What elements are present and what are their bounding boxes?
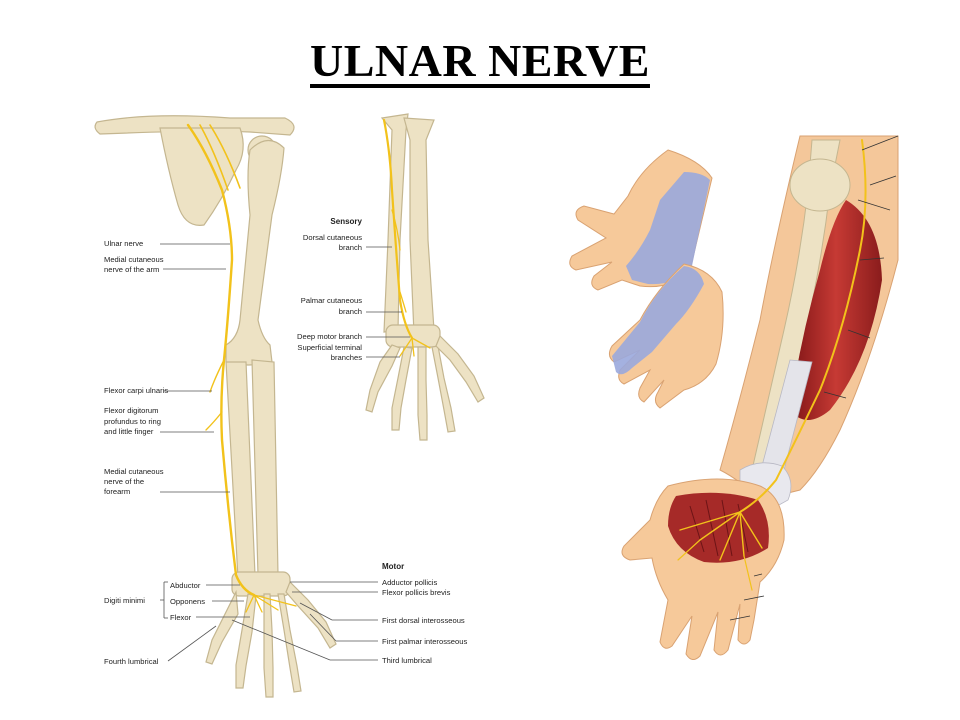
sensory-hands	[569, 149, 724, 409]
dorsal-hand	[569, 149, 713, 291]
hand-bones	[205, 571, 337, 698]
label-flexor: Flexor	[170, 613, 192, 622]
slide-title-wrap: ULNAR NERVE	[0, 34, 960, 87]
label-mcf-1: Medial cutaneous	[104, 467, 164, 476]
label-fpb: Flexor pollicis brevis	[382, 588, 451, 597]
forearm-hand-diagram: Sensory Dorsal cutaneous branch Palmar c…	[297, 113, 485, 441]
label-fourth-lumbrical: Fourth lumbrical	[104, 657, 159, 666]
upper-limb-diagram: Ulnar nerve Medial cutaneous nerve of th…	[94, 115, 467, 698]
ulnar-nerve-forearm	[382, 118, 431, 357]
label-dorsal-2: branch	[339, 243, 362, 252]
label-motor-heading: Motor	[382, 562, 404, 571]
forearm-leader-lines	[366, 246, 410, 358]
slide-title: ULNAR NERVE	[310, 35, 650, 86]
palmar-hand	[608, 263, 724, 409]
label-mcf-3: forearm	[104, 487, 130, 496]
label-first-palmar: First palmar interosseous	[382, 637, 467, 646]
label-deep-motor: Deep motor branch	[297, 332, 362, 341]
upper-limb-labels: Ulnar nerve Medial cutaneous nerve of th…	[104, 239, 467, 666]
forearm-bones	[225, 359, 279, 579]
illustration-leader-lines	[729, 135, 899, 621]
label-superficial-2: branches	[331, 353, 362, 362]
label-superficial-1: Superficial terminal	[297, 343, 362, 352]
label-adductor-pollicis: Adductor pollicis	[382, 578, 437, 587]
label-palmar-1: Palmar cutaneous	[301, 296, 362, 305]
label-fdp-2: profundus to ring	[104, 417, 161, 426]
ulnar-nerve-illustration	[677, 139, 867, 591]
label-mcf-2: nerve of the	[104, 477, 144, 486]
label-third-lumbrical: Third lumbrical	[382, 656, 432, 665]
label-opponens: Opponens	[170, 597, 205, 606]
forearm-illustration	[621, 135, 899, 660]
forearm-hand-bones	[365, 113, 485, 441]
label-digiti-minimi: Digiti minimi	[104, 596, 145, 605]
label-ulnar-nerve: Ulnar nerve	[104, 239, 143, 248]
label-fcu: Flexor carpi ulnaris	[104, 386, 168, 395]
upper-limb-leader-lines	[160, 243, 378, 662]
label-fdp-1: Flexor digitorum	[104, 406, 158, 415]
scapula-clavicle	[94, 115, 295, 226]
forearm-labels: Sensory Dorsal cutaneous branch Palmar c…	[297, 217, 363, 362]
label-medial-cut-arm-1: Medial cutaneous	[104, 255, 164, 264]
label-dorsal-1: Dorsal cutaneous	[303, 233, 362, 242]
ulnar-nerve-arm	[186, 123, 297, 613]
label-palmar-2: branch	[339, 307, 362, 316]
label-fdp-3: and little finger	[104, 427, 154, 436]
label-first-dorsal: First dorsal interosseous	[382, 616, 465, 625]
label-medial-cut-arm-2: nerve of the arm	[104, 265, 159, 274]
label-sensory-heading: Sensory	[330, 217, 362, 226]
label-abductor: Abductor	[170, 581, 201, 590]
